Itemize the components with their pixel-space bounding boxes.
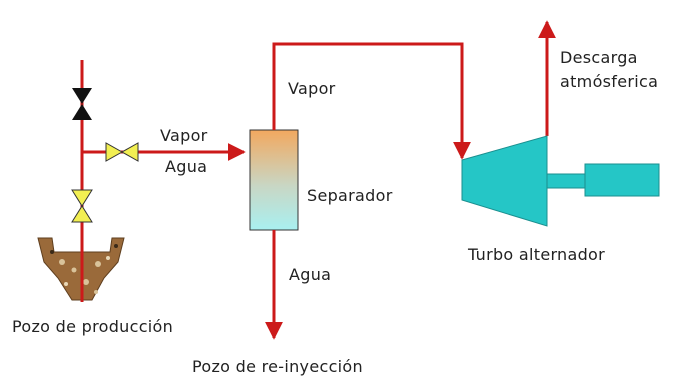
agua-bottom-label: Agua bbox=[289, 265, 332, 284]
separator-vessel bbox=[249, 129, 299, 231]
branch-valve-icon[interactable] bbox=[105, 142, 139, 162]
atmospheric-label: atmósferica bbox=[560, 72, 659, 91]
turbine-shaft bbox=[546, 173, 588, 189]
top-valve-icon[interactable] bbox=[72, 88, 92, 120]
vapor-branch-label: Vapor bbox=[160, 126, 208, 145]
turbo-alternator-label: Turbo alternador bbox=[468, 245, 606, 264]
alternator-body bbox=[584, 163, 660, 197]
turbine-body bbox=[461, 135, 548, 227]
steam-pipe bbox=[272, 42, 471, 160]
discharge-label: Descarga bbox=[560, 48, 638, 67]
reinjection-well-label: Pozo de re-inyección bbox=[192, 357, 363, 376]
production-well-label: Pozo de producción bbox=[12, 317, 174, 336]
well-valve-icon[interactable] bbox=[71, 189, 93, 223]
vapor-top-label: Vapor bbox=[288, 79, 336, 98]
agua-branch-label: Agua bbox=[165, 157, 208, 176]
separator-label: Separador bbox=[307, 186, 393, 205]
